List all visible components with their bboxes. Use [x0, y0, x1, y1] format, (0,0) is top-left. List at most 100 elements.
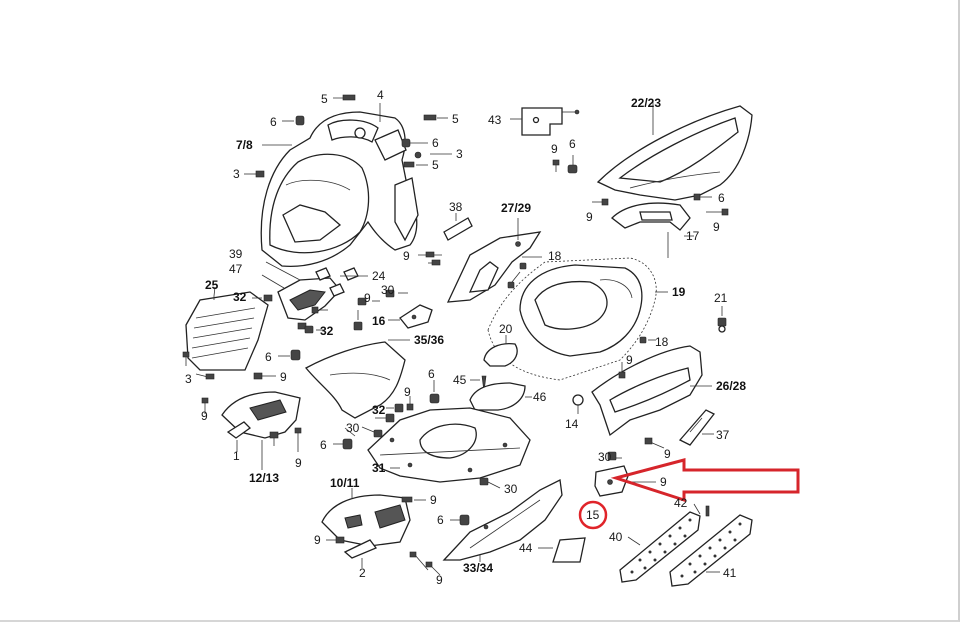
callout-30: 30 [598, 450, 612, 464]
part-1 [201, 397, 302, 452]
part-20 [483, 335, 518, 367]
part-44 [538, 537, 586, 563]
callout-30: 30 [504, 482, 518, 496]
callout-6: 6 [265, 350, 272, 364]
callout-5: 5 [432, 158, 439, 172]
callout-9: 9 [551, 142, 558, 156]
callout-3: 3 [456, 147, 463, 161]
callout-6: 6 [428, 367, 435, 381]
callout-32: 32 [320, 324, 334, 338]
callout-40: 40 [609, 530, 623, 544]
callout-27-29: 27/29 [501, 201, 531, 215]
callout-9: 9 [404, 385, 411, 399]
part-38 [443, 213, 473, 241]
part-46 [469, 382, 532, 411]
callout-22-23: 22/23 [631, 96, 661, 110]
callout-42: 42 [674, 496, 688, 510]
callout-30: 30 [346, 421, 360, 435]
callout-9: 9 [364, 291, 371, 305]
callout-6: 6 [437, 513, 444, 527]
callout-6: 6 [320, 438, 327, 452]
callout-38: 38 [449, 200, 463, 214]
callout-6: 6 [432, 136, 439, 150]
callout-4: 4 [377, 88, 384, 102]
callout-6: 6 [569, 137, 576, 151]
rear-side-cover-part [596, 102, 753, 201]
callout-9: 9 [295, 456, 302, 470]
callout-25: 25 [205, 278, 219, 292]
callout-47: 47 [229, 262, 243, 276]
callout-5: 5 [452, 112, 459, 126]
callout-26-28: 26/28 [716, 379, 746, 393]
part-16 [388, 304, 433, 329]
screws-9 [418, 251, 442, 266]
callout-9: 9 [660, 475, 667, 489]
hardware-left [182, 349, 301, 380]
callout-45: 45 [453, 373, 467, 387]
callout-9: 9 [626, 353, 633, 367]
callout-15: 15 [586, 508, 600, 522]
callout-9: 9 [430, 493, 437, 507]
callout-9: 9 [713, 220, 720, 234]
hardware-30-lower [479, 477, 501, 489]
callout-2: 2 [359, 566, 366, 580]
callout-19: 19 [672, 285, 686, 299]
callout-10-11: 10/11 [330, 476, 360, 490]
callout-16: 16 [372, 314, 386, 328]
inner-panel-27-29-part [446, 218, 542, 303]
callout-18: 18 [655, 335, 669, 349]
callout-44: 44 [519, 541, 533, 555]
callout-20: 20 [499, 322, 513, 336]
callout-14: 14 [565, 417, 579, 431]
callout-9: 9 [664, 447, 671, 461]
bracket-43-part [510, 107, 580, 136]
side-panel-26-28-part [591, 345, 712, 437]
hardware-lower-left [326, 496, 441, 576]
callout-46: 46 [533, 390, 547, 404]
screw-hardware [244, 94, 452, 178]
callout-24: 24 [372, 269, 386, 283]
callout-18: 18 [548, 249, 562, 263]
highlight-circle [578, 500, 608, 530]
callout-32: 32 [372, 403, 386, 417]
callout-1: 1 [233, 449, 240, 463]
footboard-mat-40-part [619, 503, 710, 583]
footboard-mat-41-part [669, 514, 753, 587]
front-shield-part [260, 103, 419, 268]
callout-3: 3 [233, 167, 240, 181]
screw-18 [507, 256, 542, 289]
clip-24 [315, 267, 368, 297]
hardware-6-lower [333, 427, 356, 450]
callout-9: 9 [201, 409, 208, 423]
inner-cover-35-36-part [304, 339, 410, 419]
callout-9: 9 [436, 573, 443, 587]
callout-30: 30 [381, 283, 395, 297]
callout-9: 9 [586, 210, 593, 224]
lower-panel-10-11-part [321, 488, 411, 547]
hardware-middle [361, 375, 487, 438]
callout-35-36: 35/36 [414, 333, 444, 347]
part-21 [717, 306, 727, 333]
callout-9: 9 [403, 249, 410, 263]
part-37 [678, 409, 715, 446]
callout-33-34: 33/34 [463, 561, 493, 575]
callout-3: 3 [185, 372, 192, 386]
callout-12-13: 12/13 [249, 471, 279, 485]
callout-9: 9 [280, 370, 287, 384]
highlight-arrow [610, 458, 800, 503]
headlight-cover-part [261, 261, 341, 330]
carrier-bracket-17-part [592, 193, 729, 258]
side-skirt-33-34-part [442, 479, 563, 562]
hardware-32-30 [252, 289, 408, 334]
hardware-30-right [607, 451, 622, 461]
callout-6: 6 [270, 115, 277, 129]
grille-25-part [185, 286, 269, 371]
storage-bin-19-part [487, 257, 668, 381]
callout-6: 6 [718, 191, 725, 205]
hardware-cluster [552, 155, 578, 174]
callout-7-8: 7/8 [236, 138, 253, 152]
hardware-6-bottom [450, 514, 470, 526]
callout-5: 5 [321, 92, 328, 106]
